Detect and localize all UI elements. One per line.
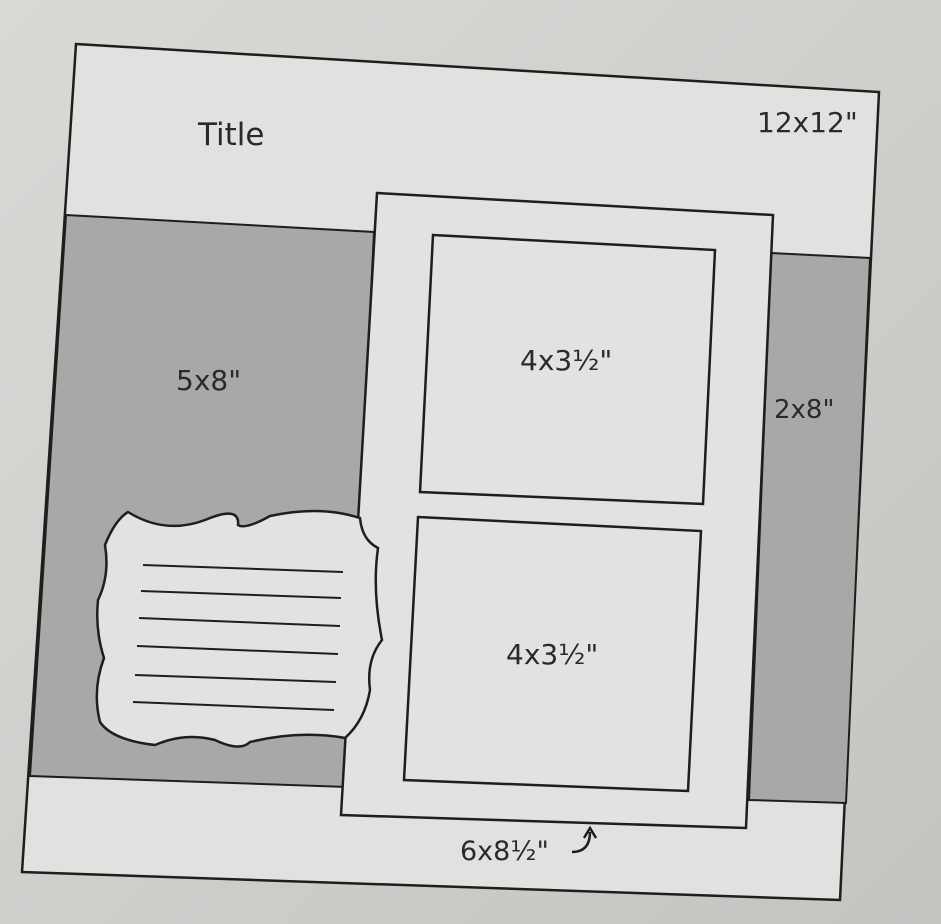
mat-label: 6x8½" bbox=[460, 836, 549, 867]
journal-tag bbox=[95, 509, 384, 748]
photo-top-label: 4x3½" bbox=[520, 344, 612, 377]
title-label: Title bbox=[197, 117, 264, 153]
left-strip-label: 5x8" bbox=[176, 364, 241, 397]
page-size-label: 12x12" bbox=[757, 106, 858, 139]
journal-lines bbox=[132, 564, 344, 711]
right-strip-label: 2x8" bbox=[774, 395, 834, 425]
photo-top bbox=[418, 233, 717, 506]
curved-arrow-icon bbox=[571, 825, 598, 854]
photo-bottom bbox=[402, 515, 703, 793]
photo-bottom-label: 4x3½" bbox=[506, 638, 598, 671]
